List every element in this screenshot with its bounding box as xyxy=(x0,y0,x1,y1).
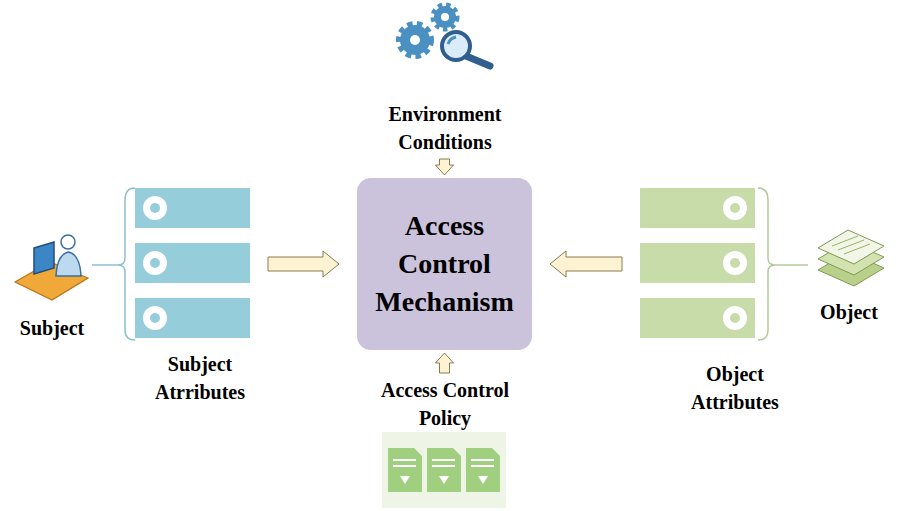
subject-icon xyxy=(15,235,88,300)
condition-label-box: Environment Conditions xyxy=(355,100,535,156)
doc-sheet xyxy=(427,448,461,492)
policy-icon xyxy=(382,432,506,508)
subject-attributes-figure xyxy=(118,188,250,340)
node-label: Object xyxy=(803,298,895,326)
paper-sheet xyxy=(818,230,884,264)
bar-dot xyxy=(730,313,740,323)
object-icon xyxy=(818,230,884,286)
bracket xyxy=(758,188,775,340)
doc-line xyxy=(471,459,494,461)
doc-sheet xyxy=(388,448,422,492)
doc-line xyxy=(432,465,455,467)
person-head xyxy=(61,235,75,249)
bar-dot xyxy=(730,203,740,213)
attribute-bar xyxy=(640,188,755,228)
paper-line xyxy=(838,240,864,250)
doc-line xyxy=(471,465,494,467)
block-arrow xyxy=(436,353,454,373)
attribute-bar xyxy=(135,243,250,283)
mechanism-box: Access Control Mechanism xyxy=(357,178,532,350)
doc-line xyxy=(432,459,455,461)
bar-dot xyxy=(150,313,160,323)
policy-doc xyxy=(466,448,500,492)
attribute-group: Object Attributes xyxy=(640,188,775,340)
bar-dot xyxy=(150,258,160,268)
bracket xyxy=(118,188,135,340)
bar-dot xyxy=(150,203,160,213)
doc-sheet xyxy=(466,448,500,492)
bar-ring xyxy=(143,196,167,220)
doc-arrow xyxy=(439,476,449,484)
bar-ring xyxy=(723,196,747,220)
link-line xyxy=(92,264,118,266)
block-arrow xyxy=(436,159,454,175)
node-label: Environment Conditions xyxy=(355,100,535,156)
gear-icon xyxy=(400,6,490,66)
object-attributes-figure xyxy=(640,188,775,340)
bar-dot xyxy=(730,258,740,268)
attribute-bar xyxy=(640,298,755,338)
magnifier-handle xyxy=(466,56,490,66)
link-line xyxy=(775,264,808,266)
node-label: Subject Atrributes xyxy=(140,350,260,406)
gear-body xyxy=(401,26,429,54)
gear xyxy=(400,25,430,55)
node-label: Subject xyxy=(2,314,102,342)
bar-ring xyxy=(143,306,167,330)
attribute-bar xyxy=(640,243,755,283)
block-arrow xyxy=(268,251,339,277)
bar-ring xyxy=(723,251,747,275)
attribute-group: Subject Atrributes xyxy=(118,188,250,340)
gear-hole xyxy=(410,35,420,45)
doc-line xyxy=(393,465,416,467)
attribute-bar xyxy=(135,298,250,338)
person-body xyxy=(56,252,81,276)
doc-arrow xyxy=(478,476,488,484)
doc-arrow xyxy=(400,476,410,484)
paper-line xyxy=(832,236,858,246)
magnifier-lens xyxy=(442,32,470,60)
doc-line xyxy=(393,459,416,461)
subject-box: Subject xyxy=(12,226,92,304)
policy-doc xyxy=(427,448,461,492)
gear xyxy=(434,6,456,28)
object-box: Object xyxy=(808,222,894,308)
attribute-bar xyxy=(135,188,250,228)
paper-line xyxy=(844,244,870,254)
monitor xyxy=(34,242,54,274)
lens-glint xyxy=(448,37,456,44)
policy-label-box: Access Control Policy xyxy=(355,376,535,432)
policy-doc xyxy=(388,448,422,492)
bar-ring xyxy=(723,306,747,330)
node-label: Object Attributes xyxy=(675,360,795,416)
bar-ring xyxy=(143,251,167,275)
node-label: Access Control Policy xyxy=(355,376,535,432)
policy-panel xyxy=(382,432,506,508)
node-label: Access Control Mechanism xyxy=(365,207,524,321)
block-arrow xyxy=(550,251,622,277)
gear-hole xyxy=(441,13,449,21)
